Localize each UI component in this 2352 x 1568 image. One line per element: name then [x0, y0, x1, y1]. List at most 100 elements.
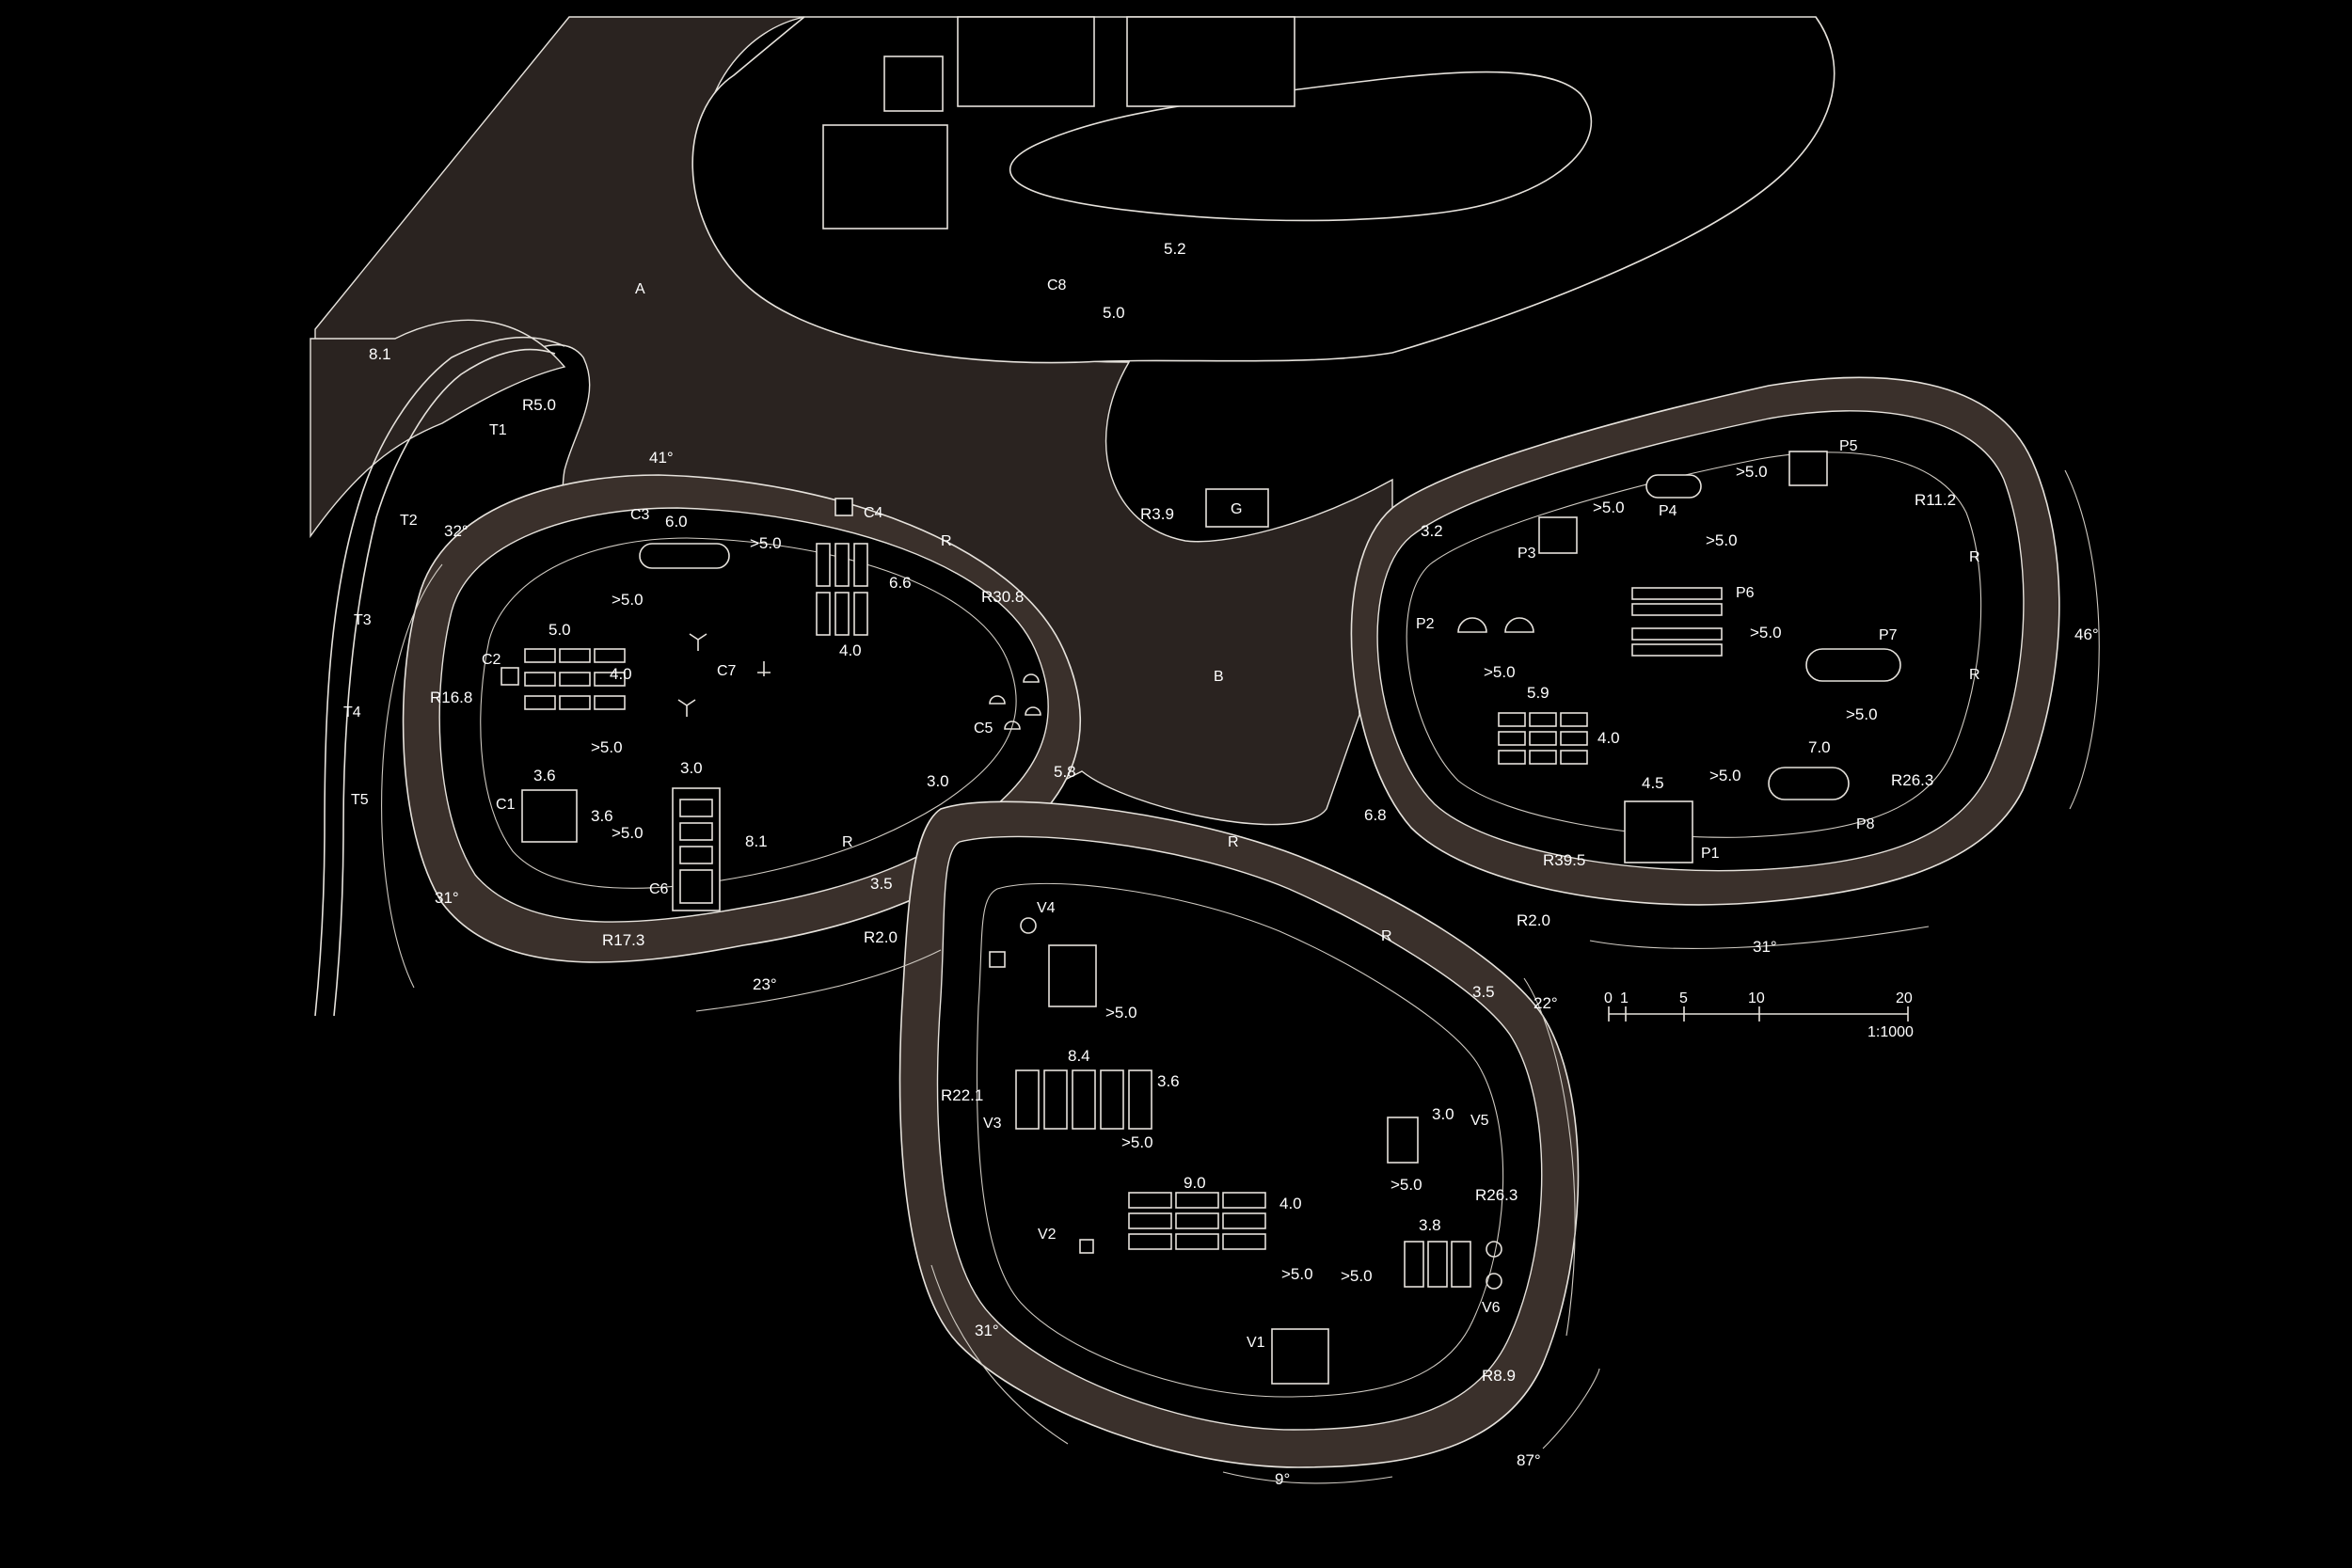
obj-c5-domes: [989, 673, 1041, 730]
obj-v2: [1079, 1239, 1094, 1254]
label-t5: T5: [351, 792, 369, 808]
dim-r16-8: R16.8: [430, 689, 472, 706]
dimension-annotations: 8.1 R5.0 32° 41° 6.0 >5.0 6.6 R30.8 >5.0…: [369, 240, 2099, 1488]
label-t4: T4: [343, 705, 361, 721]
dim-8-4: 8.4: [1068, 1047, 1090, 1065]
upper-building-3: [1126, 16, 1295, 107]
zone-b-label: B: [1214, 669, 1224, 685]
zone-r-right-top: R: [1969, 549, 1980, 565]
dim-gt5-p7: >5.0: [1846, 705, 1878, 723]
obj-p8-pill: [1768, 767, 1850, 800]
dim-3-2: 3.2: [1421, 522, 1443, 540]
label-c1: C1: [496, 797, 516, 813]
dim-41deg: 41°: [649, 449, 674, 467]
scale-tick-20: 20: [1896, 990, 1913, 1006]
dim-5-8: 5.8: [1054, 763, 1076, 781]
dim-3-0-c5: 3.0: [927, 772, 949, 790]
dim-gt5-c3: >5.0: [750, 534, 782, 552]
dim-32deg: 32°: [444, 522, 469, 540]
dim-4-0-v: 4.0: [1279, 1195, 1302, 1212]
dim-8-1: 8.1: [369, 345, 391, 363]
obj-p2-domes: [1457, 617, 1534, 633]
dim-3-6-c1b: 3.6: [591, 807, 613, 825]
dim-3-6-c1: 3.6: [533, 767, 556, 784]
label-c5: C5: [974, 721, 993, 736]
zone-r-bottom-top: R: [1228, 834, 1239, 850]
left-path-curve-2: [333, 348, 556, 1017]
obj-c1: [521, 789, 578, 843]
dim-5-2: 5.2: [1164, 240, 1186, 258]
zone-a-label: A: [635, 281, 645, 297]
dim-4-0-p: 4.0: [1597, 729, 1620, 747]
dim-31deg-bottom: 31°: [975, 1322, 999, 1339]
upper-building-4: [822, 124, 948, 230]
obj-v1: [1271, 1328, 1329, 1385]
building-g: [1205, 488, 1269, 528]
upper-building-1: [883, 55, 944, 112]
obj-c3-pill: [639, 543, 730, 569]
obj-p-grid: [1498, 712, 1588, 765]
label-t3: T3: [354, 612, 372, 628]
label-p6: P6: [1736, 585, 1755, 601]
dim-gt5-v4: >5.0: [1105, 1004, 1137, 1022]
label-p2: P2: [1416, 616, 1435, 632]
label-v1: V1: [1247, 1335, 1265, 1351]
dim-gt5-v1: >5.0: [1281, 1265, 1313, 1283]
dim-r3-9: R3.9: [1140, 505, 1174, 523]
dim-gt5-p5: >5.0: [1736, 463, 1768, 481]
scale-tick-0: 0: [1604, 990, 1613, 1006]
dim-gt5-v1h: >5.0: [1341, 1267, 1373, 1285]
obj-c4-grid: [816, 543, 868, 636]
dim-3-8: 3.8: [1419, 1216, 1441, 1234]
dim-4-0-c2: 4.0: [610, 665, 632, 683]
dim-87deg: 87°: [1517, 1451, 1541, 1469]
obj-c2-grid: [524, 648, 626, 710]
dim-6-0: 6.0: [665, 513, 688, 531]
dim-22deg: 22°: [1534, 994, 1558, 1012]
dim-3-5-right: 3.5: [1472, 983, 1495, 1001]
dim-gt5-p4v: >5.0: [1706, 531, 1738, 549]
label-c2: C2: [482, 652, 501, 668]
dim-3-5-left: 3.5: [870, 875, 893, 893]
dim-gt5-c2: >5.0: [612, 591, 644, 609]
dim-gt5-v5: >5.0: [1391, 1176, 1422, 1194]
dim-r2-0-left: R2.0: [864, 928, 898, 946]
scale-bar: 0 1 5 10 20 1:1000: [1604, 990, 1914, 1040]
dim-3-0-c6: 3.0: [680, 759, 703, 777]
dim-r11-2: R11.2: [1915, 491, 1956, 509]
dim-r22-1: R22.1: [941, 1086, 983, 1104]
dim-4-5: 4.5: [1642, 774, 1664, 792]
dim-5-0-c8: 5.0: [1103, 304, 1125, 322]
label-t1: T1: [489, 422, 507, 438]
dim-31deg-right: 31°: [1753, 938, 1777, 956]
label-c8: C8: [1047, 277, 1067, 293]
obj-v6-stack: [1404, 1241, 1502, 1290]
obj-c7-trees: [677, 633, 771, 717]
label-v3: V3: [983, 1116, 1002, 1132]
left-path-curve: [314, 336, 565, 1017]
obj-c2: [501, 667, 519, 686]
label-p1: P1: [1701, 846, 1720, 862]
dim-9deg: 9°: [1275, 1470, 1290, 1488]
dim-7-0: 7.0: [1808, 738, 1831, 756]
dim-6-8: 6.8: [1364, 806, 1387, 824]
obj-c6-stack: [672, 787, 721, 911]
label-p4: P4: [1659, 503, 1677, 519]
zone-r-bottom-right: R: [1381, 928, 1392, 944]
dim-r39-5: R39.5: [1543, 851, 1585, 869]
label-v5: V5: [1470, 1113, 1489, 1129]
dim-9-0: 9.0: [1184, 1174, 1206, 1192]
label-c6: C6: [649, 881, 669, 897]
obj-v3-grid: [1015, 1069, 1152, 1130]
obj-p1: [1624, 800, 1693, 863]
dim-4-0-c4: 4.0: [839, 641, 862, 659]
label-p8: P8: [1856, 816, 1875, 832]
label-v6: V6: [1482, 1300, 1501, 1316]
label-p3: P3: [1518, 546, 1536, 562]
dim-6-6: 6.6: [889, 574, 912, 592]
obj-p5: [1788, 451, 1828, 486]
zone-r-left-top: R: [941, 533, 952, 549]
obj-p4-pill: [1645, 474, 1702, 499]
dim-gt5-p3: >5.0: [1593, 499, 1625, 516]
